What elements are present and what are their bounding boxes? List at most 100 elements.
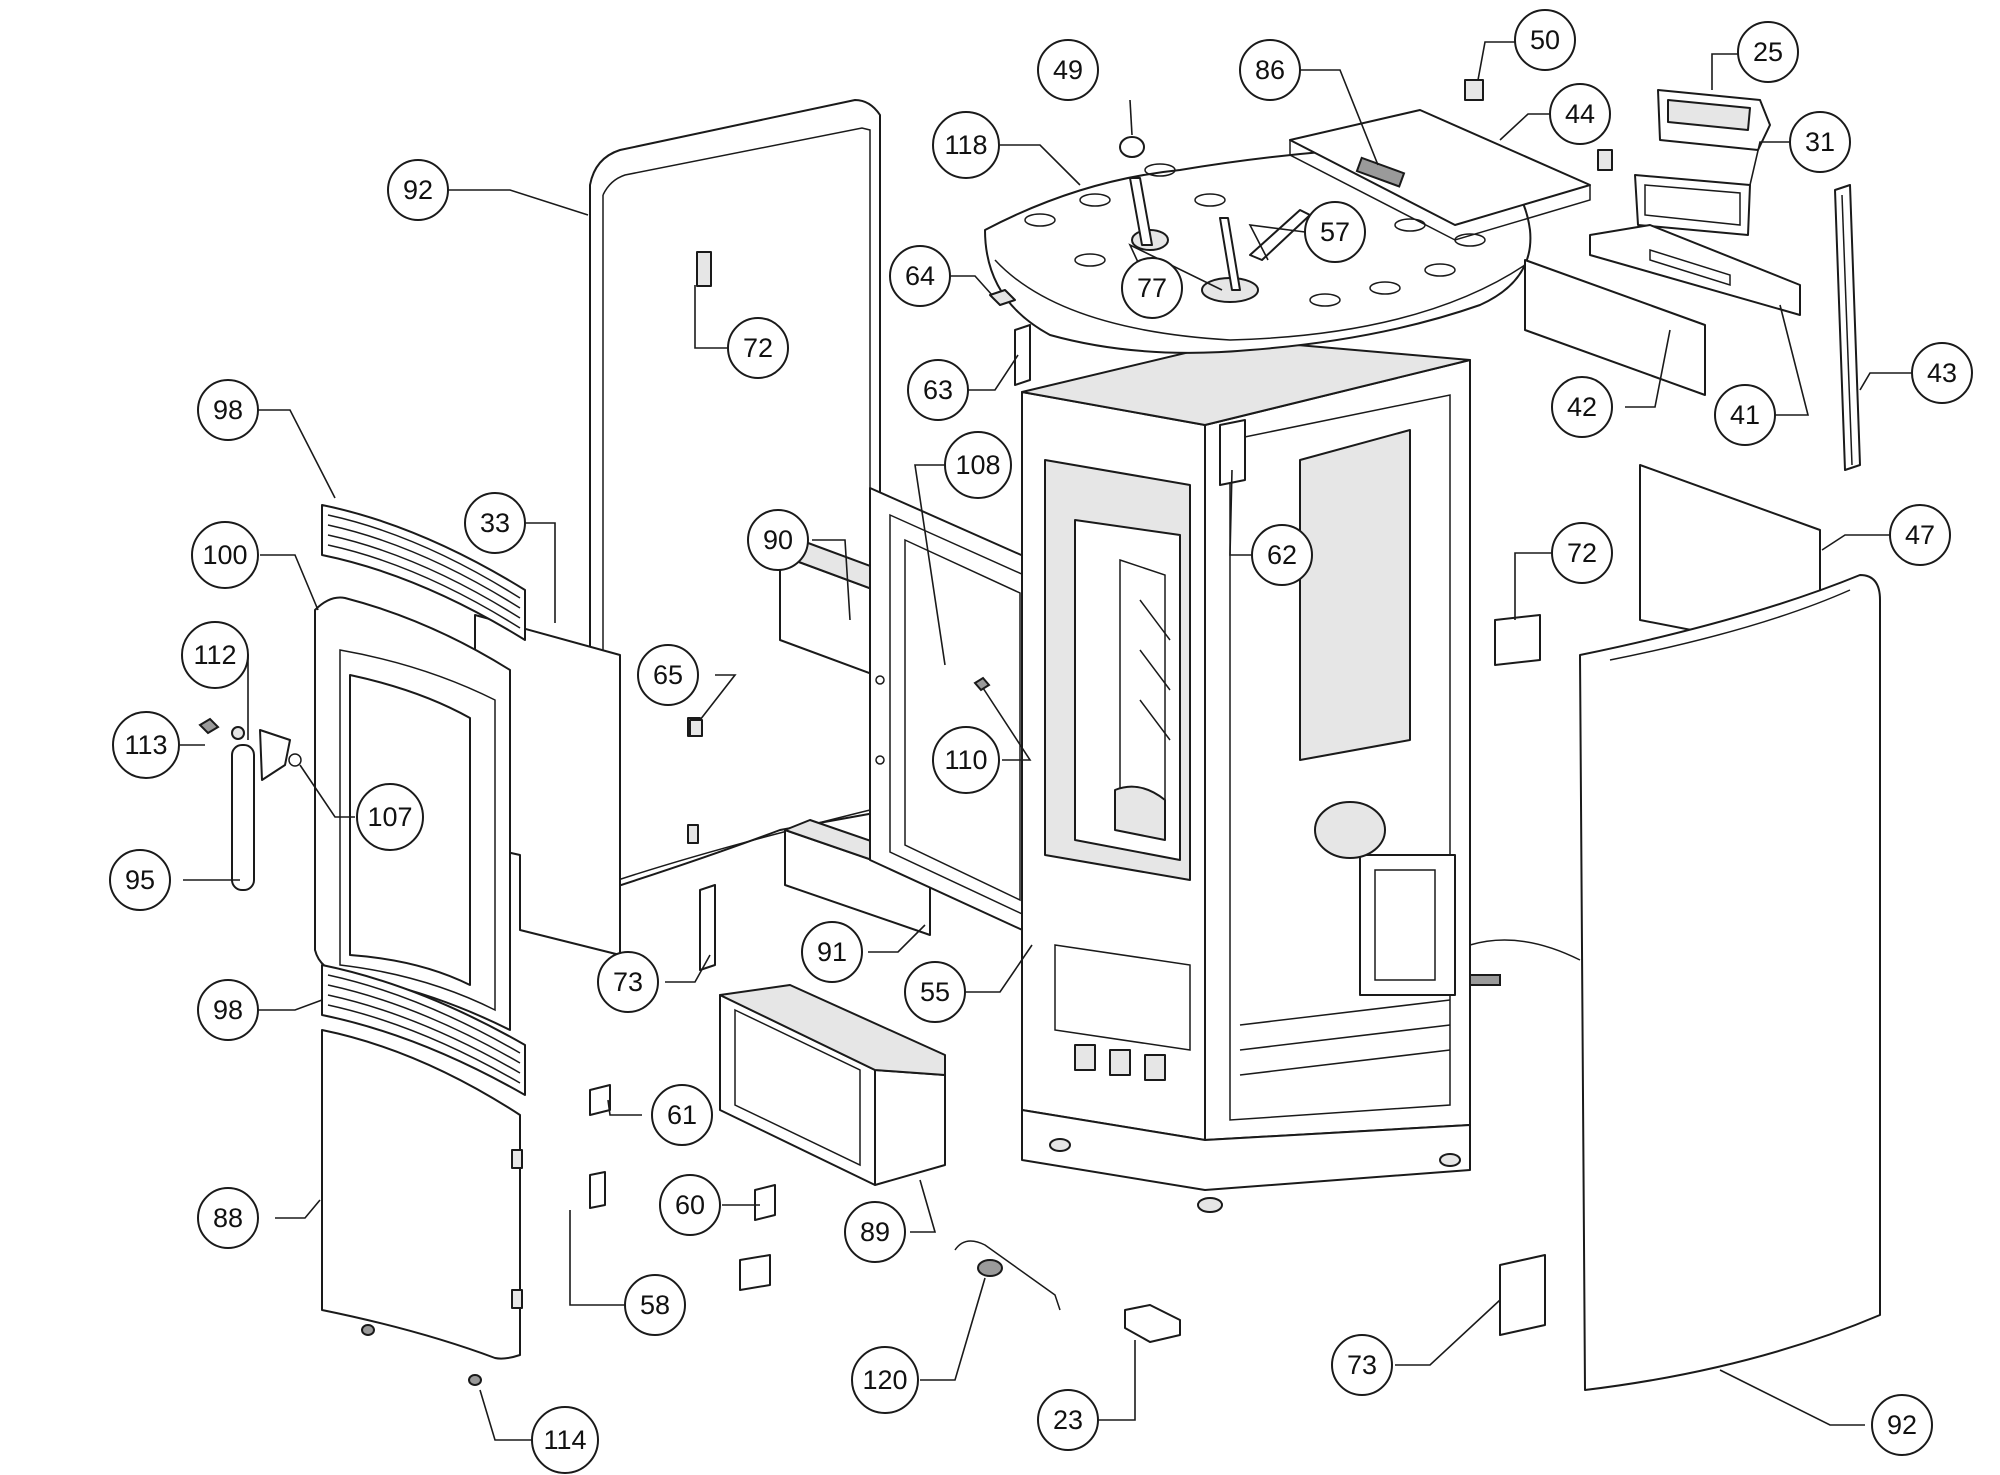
stove-body — [1021, 339, 1581, 1213]
callout-64-circle — [889, 245, 951, 307]
bracket-64 — [989, 289, 1016, 306]
callout-91: 91 — [801, 921, 863, 983]
callout-92-bottom-circle — [1871, 1394, 1933, 1456]
callout-44-label: 44 — [1565, 99, 1595, 129]
clip-44 — [1597, 149, 1613, 171]
callout-92-bottom-label: 92 — [1887, 1410, 1917, 1440]
rear-panel — [1524, 259, 1706, 396]
callout-47-label: 47 — [1905, 520, 1935, 550]
callout-114-label: 114 — [543, 1425, 586, 1455]
callout-112: 112 — [181, 621, 249, 689]
callout-57: 57 — [1304, 201, 1366, 263]
callout-57-label: 57 — [1320, 217, 1350, 247]
clip-bottom — [739, 1254, 771, 1291]
callout-42-circle — [1551, 376, 1613, 438]
callout-25-label: 25 — [1753, 37, 1783, 67]
callout-98-top-label: 98 — [213, 395, 243, 425]
callout-114: 114 — [531, 1406, 599, 1474]
callout-55: 55 — [904, 961, 966, 1023]
clip-50 — [1464, 79, 1484, 101]
callout-25: 25 — [1737, 21, 1799, 83]
callout-41: 41 — [1714, 384, 1776, 446]
callout-61: 61 — [651, 1084, 713, 1146]
callout-60: 60 — [659, 1174, 721, 1236]
foot-114b — [468, 1374, 482, 1386]
callout-90: 90 — [747, 509, 809, 571]
callout-98-top: 98 — [197, 379, 259, 441]
right-side-panel — [1579, 574, 1881, 1391]
callout-62: 62 — [1251, 524, 1313, 586]
callout-113: 113 — [112, 711, 180, 779]
fastener-110 — [973, 676, 991, 692]
callout-61-label: 61 — [667, 1100, 697, 1130]
callout-89-circle — [844, 1201, 906, 1263]
callout-55-label: 55 — [920, 977, 950, 1007]
callout-64-label: 64 — [905, 261, 935, 291]
bracket-61 — [589, 1084, 611, 1116]
callout-62-circle — [1251, 524, 1313, 586]
callout-73-right: 73 — [1331, 1334, 1393, 1396]
callout-73-right-label: 73 — [1347, 1350, 1377, 1380]
callout-49-circle — [1037, 39, 1099, 101]
callout-50-circle — [1514, 9, 1576, 71]
callout-100-label: 100 — [202, 540, 247, 570]
callout-90-circle — [747, 509, 809, 571]
callout-31-circle — [1789, 111, 1851, 173]
callout-31: 31 — [1789, 111, 1851, 173]
callout-110-label: 110 — [944, 745, 987, 775]
callout-98-bottom-circle — [197, 979, 259, 1041]
callout-98-bottom-label: 98 — [213, 995, 243, 1025]
callout-65-label: 65 — [653, 660, 683, 690]
callout-25-circle — [1737, 21, 1799, 83]
callout-50: 50 — [1514, 9, 1576, 71]
callout-110: 110 — [932, 726, 1000, 794]
control-panel — [1657, 89, 1771, 151]
callout-73-left-circle — [597, 951, 659, 1013]
callout-63-label: 63 — [923, 375, 953, 405]
callout-118-label: 118 — [944, 130, 987, 160]
callout-42: 42 — [1551, 376, 1613, 438]
callout-86: 86 — [1239, 39, 1301, 101]
part-58 — [589, 1171, 606, 1209]
callout-43-circle — [1911, 342, 1973, 404]
top-knob — [1119, 136, 1145, 158]
callout-112-label: 112 — [193, 640, 236, 670]
callout-41-circle — [1714, 384, 1776, 446]
callout-100: 100 — [191, 521, 259, 589]
panel-housing — [1634, 174, 1751, 236]
callout-33-circle — [464, 492, 526, 554]
bracket-60 — [754, 1184, 776, 1221]
callout-49-label: 49 — [1053, 55, 1083, 85]
ash-drawer — [719, 984, 946, 1186]
callout-92-top-circle — [387, 159, 449, 221]
callout-44: 44 — [1549, 83, 1611, 145]
callout-88: 88 — [197, 1187, 259, 1249]
support-rods — [1129, 177, 1241, 291]
callout-47-circle — [1889, 504, 1951, 566]
callout-44-circle — [1549, 83, 1611, 145]
callout-33: 33 — [464, 492, 526, 554]
callout-58-label: 58 — [640, 1290, 670, 1320]
callout-118: 118 — [932, 111, 1000, 179]
callout-86-label: 86 — [1255, 55, 1285, 85]
lid-handle — [1355, 156, 1406, 188]
callout-63-circle — [907, 359, 969, 421]
callout-89-label: 89 — [860, 1217, 890, 1247]
callout-49: 49 — [1037, 39, 1099, 101]
bracket-73-left — [699, 884, 716, 971]
callout-43-label: 43 — [1927, 358, 1957, 388]
callout-92-top-label: 92 — [403, 175, 433, 205]
callout-72-top-circle — [727, 317, 789, 379]
callout-77-circle — [1121, 257, 1183, 319]
callout-108-label: 108 — [955, 450, 1000, 480]
callout-120-label: 120 — [862, 1365, 907, 1395]
callout-23-label: 23 — [1053, 1405, 1083, 1435]
leader-lines — [180, 41, 1912, 1441]
callout-55-circle — [904, 961, 966, 1023]
callout-113-label: 113 — [124, 730, 167, 760]
callout-50-label: 50 — [1530, 25, 1560, 55]
callout-72-top-label: 72 — [743, 333, 773, 363]
callout-92-top: 92 — [387, 159, 449, 221]
callout-100-circle — [191, 521, 259, 589]
callout-108: 108 — [944, 431, 1012, 499]
